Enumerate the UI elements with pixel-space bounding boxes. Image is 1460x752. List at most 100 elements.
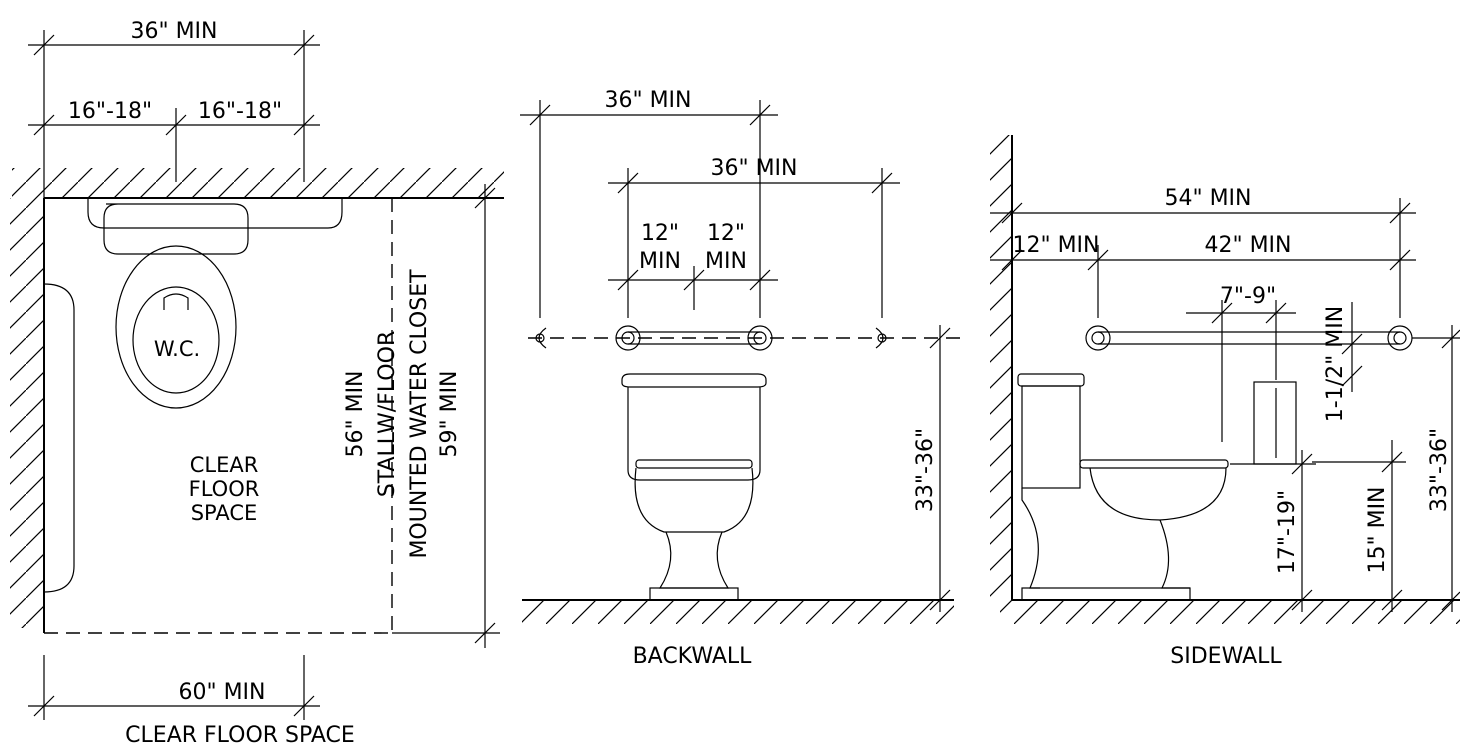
plan-depth-stall: STALLW/FLOOR — [375, 331, 400, 497]
backwall-bar-ext-right — [875, 327, 884, 349]
plan-toilet-drain-icon — [163, 293, 189, 310]
bw-height: 33"-36" — [913, 428, 938, 512]
backwall-bar-ext-left — [538, 327, 547, 349]
sidewall-elevation: 54" MIN 12" MIN 42" MIN 7"-9" 1-1/2" MIN… — [990, 135, 1460, 669]
plan-view: W.C. CLEAR FLOOR SPACE 36" MIN 16"-18" 1… — [10, 19, 504, 748]
tick — [165, 114, 187, 136]
plan-dim-16-left: 16"-18" — [68, 99, 152, 124]
sw-dim-15: 15" MIN — [1365, 486, 1390, 573]
tick — [749, 104, 771, 126]
tick — [1389, 202, 1411, 224]
tick — [1389, 249, 1411, 271]
sw-bar-flange-right-inner — [1393, 331, 1407, 345]
plan-toilet-bowl-outer — [115, 245, 237, 409]
plan-dim-36: 36" MIN — [130, 19, 217, 44]
backwall-bar-flange-left — [615, 325, 641, 351]
backwall-seat — [635, 459, 753, 469]
tick — [1001, 249, 1023, 271]
clear-floor-line-1: CLEAR — [190, 453, 259, 477]
sw-base — [1021, 587, 1191, 601]
sw-rear-base — [1021, 488, 1040, 589]
tick — [1291, 453, 1313, 475]
sw-front-base — [1159, 519, 1190, 589]
tick — [871, 172, 893, 194]
tick — [749, 269, 771, 291]
backwall-elevation: 36" MIN 36" MIN 12" MIN 12" MIN 33"-36" … — [520, 88, 960, 669]
plan-caption: CLEAR FLOOR SPACE — [125, 723, 355, 748]
tick — [293, 114, 315, 136]
tick — [1001, 202, 1023, 224]
tick — [1291, 589, 1313, 611]
backwall-bar-ext-left-dot — [535, 333, 545, 343]
bw-dim-12-right-b: MIN — [705, 249, 747, 274]
backwall-pedestal — [658, 531, 730, 589]
sidewall-caption: SIDEWALL — [1170, 644, 1282, 669]
tick — [1441, 591, 1460, 611]
bw-dim-outer: 36" MIN — [604, 88, 691, 113]
sw-bowl — [1089, 467, 1227, 521]
plan-depth-59: 59" MIN — [437, 370, 462, 457]
tick — [474, 622, 496, 644]
tick — [1341, 333, 1363, 355]
tick — [1341, 365, 1363, 387]
plan-rear-grab-bar — [87, 198, 343, 229]
sw-bar-flange-left — [1085, 325, 1111, 351]
backwall-bar-flange-right-inner — [753, 331, 767, 345]
sw-dim-1719: 17"-19" — [1275, 490, 1300, 574]
plan-toilet-bowl-inner — [132, 286, 220, 394]
plan-depth-56: 56" MIN — [343, 370, 368, 457]
backwall-bar-flange-left-inner — [621, 331, 635, 345]
tick — [33, 34, 55, 56]
tick — [1381, 589, 1403, 611]
sw-dim-79: 7"-9" — [1220, 284, 1276, 309]
plan-dim-16-right: 16"-18" — [198, 99, 282, 124]
tick — [617, 172, 639, 194]
tick — [929, 589, 951, 611]
tick — [529, 104, 551, 126]
tick — [293, 695, 315, 717]
sw-dim-54: 54" MIN — [1164, 186, 1251, 211]
sw-tissue-dispenser — [1253, 381, 1297, 465]
backwall-base — [649, 587, 739, 601]
sidewall-floor-hatch — [1000, 600, 1460, 624]
plan-side-wall-hatch — [10, 198, 44, 628]
sw-dim-112: 1-1/2" MIN — [1323, 306, 1348, 422]
bw-dim-inner: 36" MIN — [710, 156, 797, 181]
tick — [33, 695, 55, 717]
tick — [293, 34, 315, 56]
plan-toilet-tank — [103, 203, 249, 255]
sw-height: 33"-36" — [1427, 428, 1452, 512]
bw-dim-12-left-b: MIN — [639, 249, 681, 274]
sw-dim-12: 12" MIN — [1012, 233, 1099, 258]
sw-bar-flange-left-inner — [1091, 331, 1105, 345]
tick — [1381, 451, 1403, 473]
clear-floor-line-2: FLOOR — [189, 477, 260, 501]
clear-floor-line-3: SPACE — [191, 501, 258, 525]
tick — [617, 269, 639, 291]
plan-dim-60: 60" MIN — [178, 680, 265, 705]
plan-depth-mounted: MOUNTED WATER CLOSET — [407, 269, 432, 559]
sw-tank — [1021, 385, 1081, 489]
sw-bar-flange-right — [1387, 325, 1413, 351]
backwall-bar-ext-right-dot — [877, 333, 887, 343]
sw-dim-42: 42" MIN — [1204, 233, 1291, 258]
tick — [33, 114, 55, 136]
wc-label: W.C. — [154, 337, 200, 361]
bw-dim-12-right-a: 12" — [707, 221, 745, 246]
sw-tank-lid — [1017, 373, 1085, 387]
tick — [474, 187, 496, 209]
tick — [1441, 329, 1460, 349]
tick — [1265, 302, 1287, 324]
sw-seat — [1079, 459, 1229, 469]
backwall-bowl — [634, 467, 754, 533]
sidewall-wall-hatch — [990, 135, 1012, 600]
backwall-floor-hatch — [522, 600, 954, 624]
backwall-tank-lid — [621, 373, 767, 388]
plan-side-grab-bar — [43, 283, 75, 593]
tick — [1211, 302, 1233, 324]
tick — [1087, 249, 1109, 271]
bw-dim-12-left-a: 12" — [641, 221, 679, 246]
tick — [929, 327, 951, 349]
